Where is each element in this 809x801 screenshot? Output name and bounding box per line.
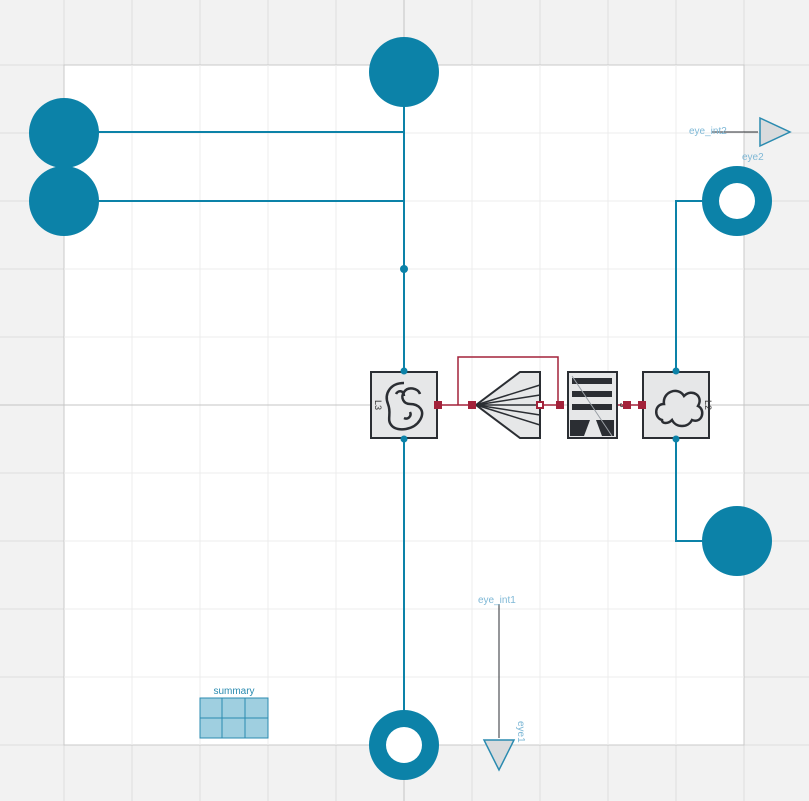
eye1-label: eye1: [515, 721, 526, 743]
cloud-icon: [655, 389, 704, 428]
component-striped[interactable]: 3: [567, 371, 628, 439]
component-left[interactable]: L3: [370, 367, 438, 443]
component-right[interactable]: L2: [642, 367, 713, 443]
port-top[interactable]: [369, 37, 439, 107]
wire-right-port-top: [675, 200, 703, 370]
wire-junction: [400, 265, 408, 273]
fan-lines-icon: [475, 384, 541, 426]
eye-int2-probe[interactable]: [712, 116, 792, 148]
port-left-2[interactable]: [29, 166, 99, 236]
port-left-1[interactable]: [29, 98, 99, 168]
component-right-label: L2: [703, 400, 713, 410]
eye-int1-probe[interactable]: [482, 604, 516, 772]
component-left-label: L3: [373, 400, 383, 410]
signal-wires: [98, 106, 703, 712]
port-right-top[interactable]: [702, 166, 772, 236]
port-bottom[interactable]: [369, 710, 439, 780]
eye-int1-label: eye_int1: [478, 595, 516, 606]
summary-table[interactable]: [199, 697, 269, 739]
summary-label: summary: [213, 686, 254, 697]
port-right-bottom[interactable]: [702, 506, 772, 576]
wire-right-port-bottom: [675, 440, 703, 542]
eye2-label: eye2: [742, 152, 764, 163]
eye-int2-label: eye_int2: [689, 126, 727, 137]
swirl-icon: [385, 381, 424, 431]
stripes-icon: [570, 375, 614, 437]
